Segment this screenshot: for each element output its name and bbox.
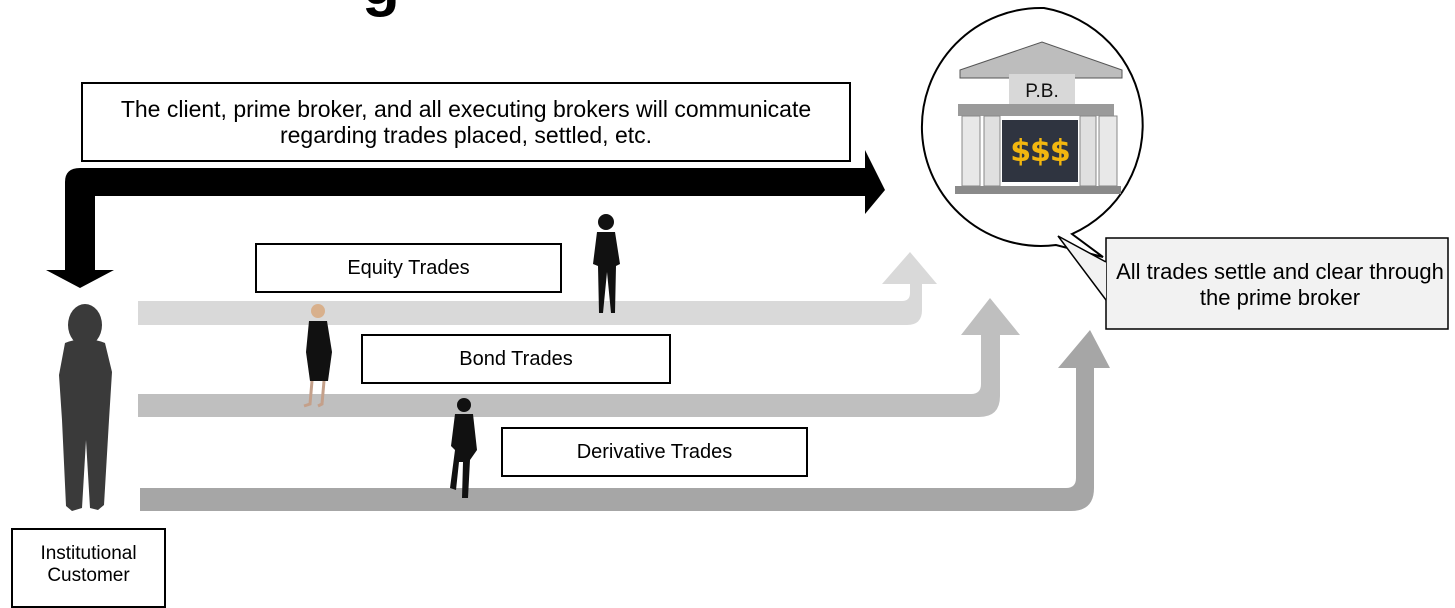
vault-dollar-signs: $$$ — [1010, 134, 1071, 169]
bond-trades-label: Bond Trades — [459, 347, 573, 370]
broker-man-silhouette-1 — [593, 214, 620, 313]
derivative-trades-label: Derivative Trades — [576, 440, 733, 463]
derivative-flow-arrow — [140, 330, 1110, 511]
prime-broker-callout-text: All trades settle and clear through the … — [1116, 258, 1444, 310]
communication-arrow — [46, 150, 885, 288]
equity-trades-label-box: Equity Trades — [255, 243, 562, 293]
customer-silhouette — [59, 304, 112, 511]
bank-building-icon — [955, 41, 1123, 194]
equity-flow-arrow — [138, 252, 937, 325]
institutional-customer-label: Institutional Customer — [40, 543, 137, 586]
communication-note-box: The client, prime broker, and all execut… — [81, 82, 851, 162]
institutional-customer-box: Institutional Customer — [11, 528, 166, 608]
callout-box — [1105, 237, 1449, 330]
derivative-trades-label-box: Derivative Trades — [501, 427, 808, 477]
cropped-title-fragment: g — [362, 0, 400, 19]
broker-man-silhouette-2 — [450, 398, 477, 498]
equity-trades-label: Equity Trades — [347, 256, 470, 279]
bond-trades-label-box: Bond Trades — [361, 334, 671, 384]
broker-woman-silhouette — [303, 304, 332, 408]
callout-pointer — [1057, 235, 1107, 301]
bond-flow-arrow — [138, 298, 1020, 417]
prime-broker-sign: P.B. — [1025, 81, 1059, 102]
communication-note-text: The client, prime broker, and all execut… — [120, 95, 812, 148]
